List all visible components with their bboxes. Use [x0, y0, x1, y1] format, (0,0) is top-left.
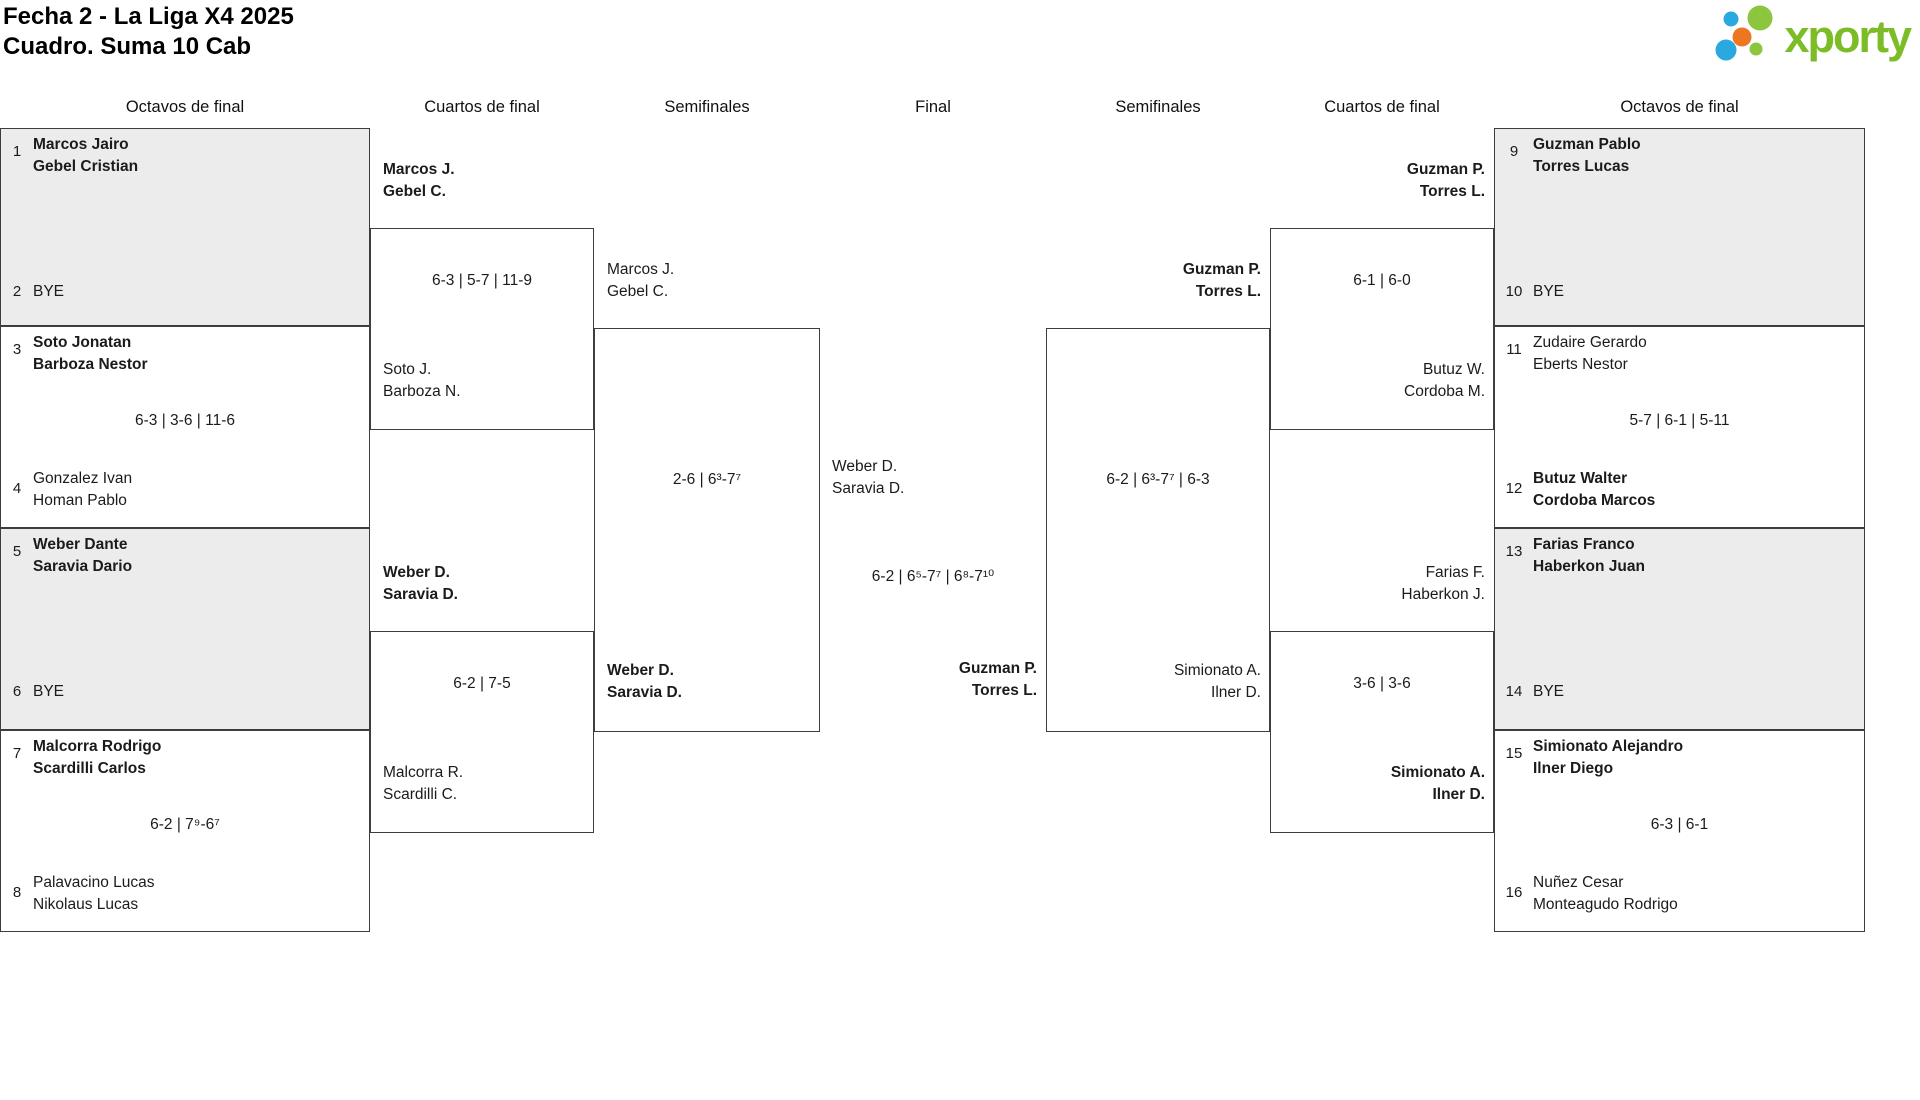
round-header-semis-right: Semifinales	[1115, 98, 1201, 116]
seed-number: 14	[1505, 683, 1523, 700]
team-name: Malcorra R. Scardilli C.	[383, 764, 464, 803]
seed-number: 12	[1505, 480, 1523, 497]
seed-number: 5	[12, 543, 22, 560]
seed-number: 16	[1505, 884, 1523, 901]
round-header-octavos-left: Octavos de final	[125, 98, 245, 116]
team-name: Malcorra Rodrigo Scardilli Carlos	[33, 738, 162, 777]
team-name: Soto Jonatan Barboza Nestor	[33, 334, 148, 373]
team-name: Nuñez Cesar Monteagudo Rodrigo	[1533, 874, 1678, 913]
seed-number: 15	[1505, 745, 1523, 762]
team-name: Weber D. Saravia D.	[383, 564, 458, 603]
seed-number: 8	[12, 884, 22, 901]
seed-number: 6	[12, 683, 22, 700]
team-name: Farias Franco Haberkon Juan	[1533, 536, 1645, 575]
team-name: Marcos J. Gebel C.	[607, 261, 675, 300]
seed-number: 13	[1505, 543, 1523, 560]
team-bye: BYE	[33, 283, 65, 300]
seed-number: 7	[12, 745, 22, 762]
match-box-octavos-5: 9 Guzman Pablo Torres Lucas 10 BYE	[1494, 128, 1865, 326]
match-box-octavos-4: 7 Malcorra Rodrigo Scardilli Carlos 6-2 …	[0, 730, 370, 932]
team-name: Soto J. Barboza N.	[383, 361, 461, 400]
team-name: Palavacino Lucas Nikolaus Lucas	[33, 874, 155, 913]
team-name: Weber D. Saravia D.	[607, 662, 682, 701]
match-score: 3-6 | 3-6	[1353, 675, 1411, 692]
match-score: 6-2 | 7-5	[453, 675, 511, 692]
match-box-quarterfinal-left-2: Weber D. Saravia D. 6-2 | 7-5 Malcorra R…	[370, 564, 594, 833]
round-header-final: Final	[915, 98, 951, 116]
match-box-octavos-3: 5 Weber Dante Saravia Dario 6 BYE	[0, 528, 370, 730]
match-box-semifinal-left: Marcos J. Gebel C. 2-6 | 6³-7⁷ Weber D. …	[594, 261, 820, 732]
match-score: 2-6 | 6³-7⁷	[672, 471, 742, 488]
final-team-right: Guzman P. Torres L.	[958, 660, 1037, 699]
xporty-logo[interactable]: xporty	[1714, 4, 1912, 69]
match-score: 6-1 | 6-0	[1353, 272, 1411, 289]
match-score: 6-2 | 7⁹-6⁷	[150, 816, 220, 833]
round-header-octavos-right: Octavos de final	[1620, 98, 1739, 116]
team-name: Guzman P. Torres L.	[1406, 161, 1485, 200]
match-score: 6-3 | 5-7 | 11-9	[432, 272, 532, 289]
team-name: Simionato A. Ilner D.	[1173, 662, 1261, 701]
seed-number: 11	[1506, 341, 1522, 358]
team-bye: BYE	[33, 683, 65, 700]
match-box-octavos-7: 13 Farias Franco Haberkon Juan 14 BYE	[1494, 528, 1865, 730]
team-name: Marcos Jairo Gebel Cristian	[33, 136, 139, 175]
team-name: Simionato A. Ilner D.	[1390, 764, 1485, 803]
seed-number: 10	[1505, 283, 1523, 300]
match-score: 6-3 | 6-1	[1650, 816, 1709, 833]
match-box-quarterfinal-right-1: Guzman P. Torres L. 6-1 | 6-0 Butuz W. C…	[1270, 161, 1494, 430]
team-name: Marcos J. Gebel C.	[383, 161, 455, 200]
final-score: 6-2 | 6⁵-7⁷ | 6⁸-7¹⁰	[871, 568, 995, 585]
team-name: Zudaire Gerardo Eberts Nestor	[1533, 334, 1647, 373]
team-name: Guzman P. Torres L.	[1182, 261, 1261, 300]
team-bye: BYE	[1533, 683, 1565, 700]
round-header-semis-left: Semifinales	[664, 98, 750, 116]
team-name: Gonzalez Ivan Homan Pablo	[33, 470, 133, 509]
match-score: 5-7 | 6-1 | 5-11	[1629, 412, 1730, 429]
match-box-quarterfinal-left-1: Marcos J. Gebel C. 6-3 | 5-7 | 11-9 Soto…	[370, 161, 594, 430]
match-box-octavos-8: 15 Simionato Alejandro Ilner Diego 6-3 |…	[1494, 730, 1865, 932]
team-name: Butuz Walter Cordoba Marcos	[1533, 470, 1656, 509]
seed-number: 9	[1509, 143, 1519, 160]
match-box-octavos-1: 1 Marcos Jairo Gebel Cristian 2 BYE	[0, 128, 370, 326]
logo-wordmark: xporty	[1784, 10, 1912, 62]
team-name: Farias F. Haberkon J.	[1401, 564, 1485, 603]
team-name: Simionato Alejandro Ilner Diego	[1533, 738, 1684, 777]
final-team-left: Weber D. Saravia D.	[832, 458, 905, 497]
match-box-quarterfinal-right-2: Farias F. Haberkon J. 3-6 | 3-6 Simionat…	[1270, 564, 1494, 833]
round-header-cuartos-right: Cuartos de final	[1324, 98, 1440, 116]
match-box-semifinal-right: Guzman P. Torres L. 6-2 | 6³-7⁷ | 6-3 Si…	[1046, 261, 1270, 732]
match-score: 6-3 | 3-6 | 11-6	[135, 412, 235, 429]
team-name: Butuz W. Cordoba M.	[1404, 361, 1485, 400]
page-title: Fecha 2 - La Liga X4 2025 Cuadro. Suma 1…	[3, 2, 294, 62]
seed-number: 4	[12, 480, 22, 497]
team-name: Weber Dante Saravia Dario	[33, 536, 133, 575]
logo-dots-icon	[1714, 4, 1776, 69]
title-line1: Fecha 2 - La Liga X4 2025	[3, 3, 294, 30]
team-bye: BYE	[1533, 283, 1565, 300]
title-line2: Cuadro. Suma 10 Cab	[3, 33, 252, 60]
match-box-octavos-6: 11 Zudaire Gerardo Eberts Nestor 5-7 | 6…	[1494, 326, 1865, 528]
seed-number: 1	[12, 143, 22, 160]
round-header-cuartos-left: Cuartos de final	[424, 98, 540, 116]
team-name: Guzman Pablo Torres Lucas	[1533, 136, 1641, 175]
seed-number: 3	[12, 341, 22, 358]
seed-number: 2	[12, 283, 22, 300]
match-box-octavos-2: 3 Soto Jonatan Barboza Nestor 6-3 | 3-6 …	[0, 326, 370, 528]
match-score: 6-2 | 6³-7⁷ | 6-3	[1106, 471, 1210, 488]
